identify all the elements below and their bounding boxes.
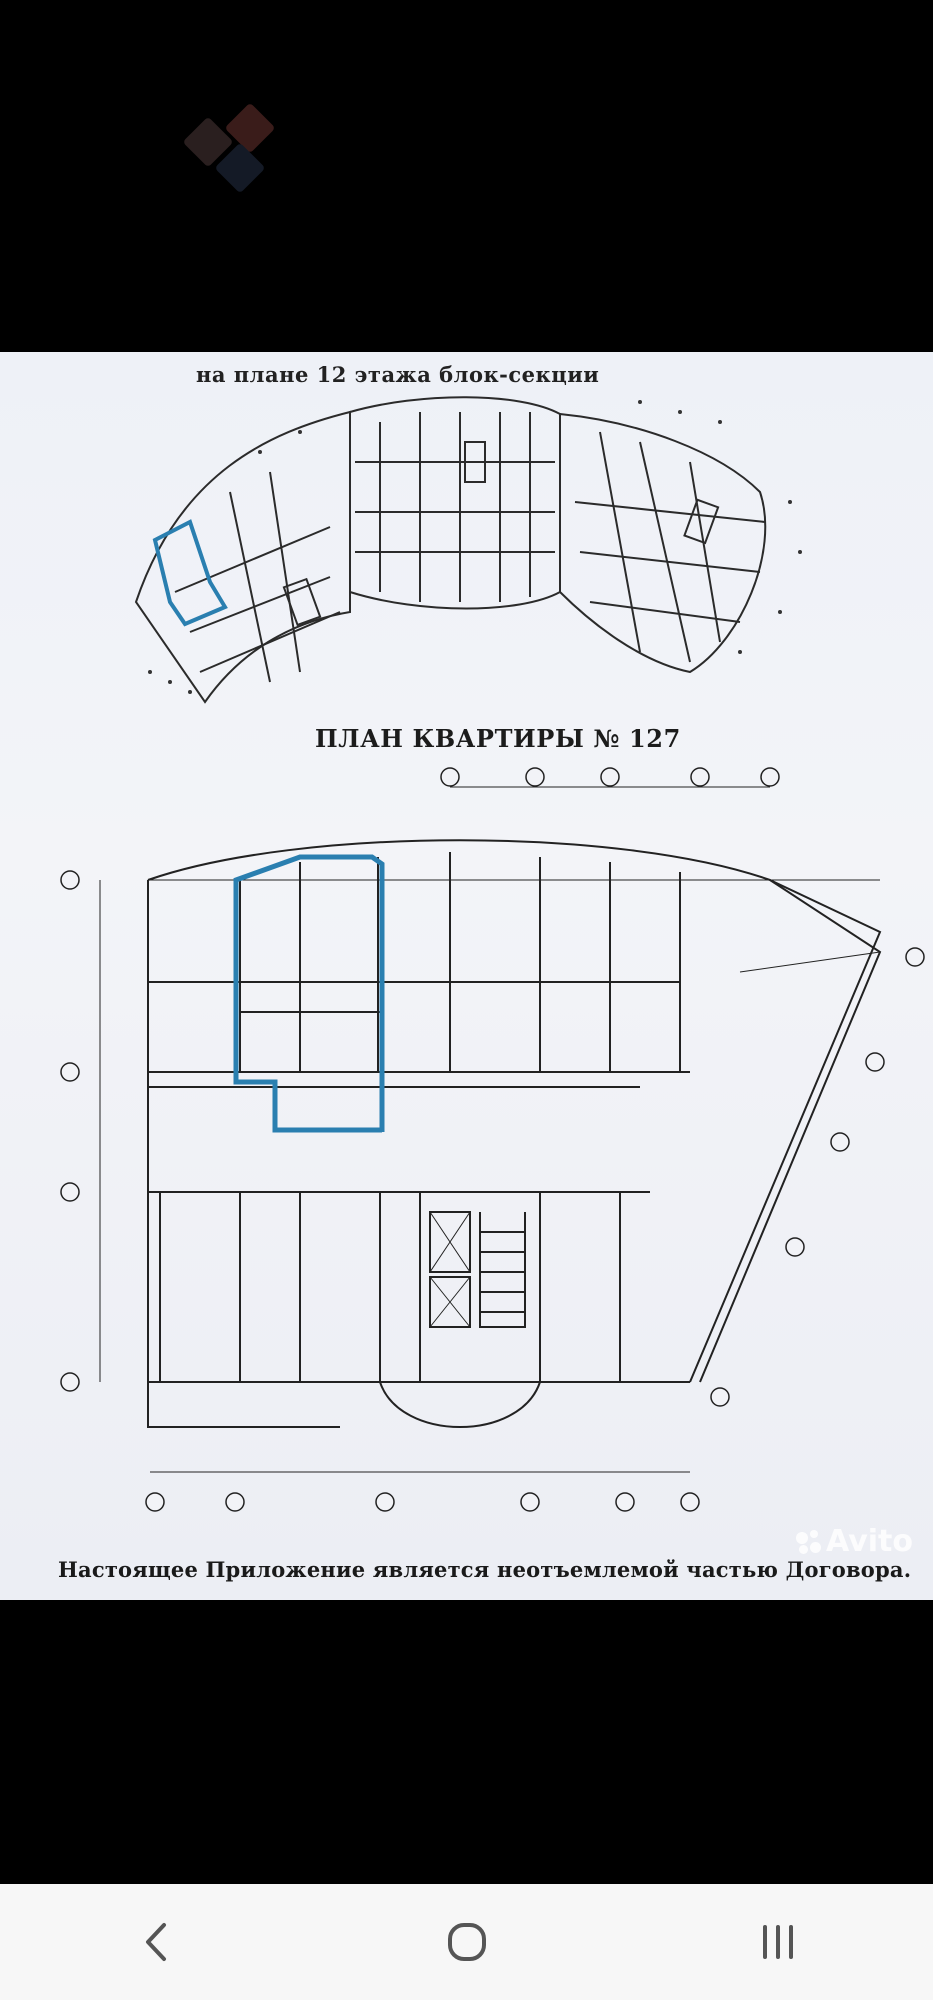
- floor-plan-drawing: [60, 396, 925, 1512]
- home-circle-icon: [447, 1923, 486, 1961]
- watermark-text: Avito: [826, 1524, 913, 1559]
- overview-grid-markers: [148, 400, 802, 694]
- apartment-127-highlight: [233, 854, 385, 1133]
- back-chevron-icon: [145, 1923, 166, 1961]
- avito-watermark: Avito: [796, 1524, 913, 1559]
- document-footer: Настоящее Приложение является неотъемлем…: [58, 1557, 912, 1582]
- recents-bars-icon: [762, 1925, 793, 1959]
- system-navigation-bar: [0, 1884, 933, 2000]
- axis-markers: [60, 767, 925, 1512]
- apartment-plan: [99, 786, 882, 1473]
- floor-plan-photo[interactable]: на плане 12 этажа блок-секции: [0, 352, 933, 1600]
- overview-floor-plan: [134, 396, 767, 704]
- plan-title: ПЛАН КВАРТИРЫ № 127: [315, 724, 681, 753]
- avito-dots-icon: [796, 1529, 822, 1556]
- home-button[interactable]: [407, 1902, 527, 1982]
- document-header: на плане 12 этажа блок-секции: [196, 362, 600, 387]
- app-logo-icon: [180, 102, 310, 210]
- back-button[interactable]: [96, 1902, 216, 1982]
- recents-button[interactable]: [718, 1902, 838, 1982]
- overview-apartment-highlight: [152, 519, 228, 627]
